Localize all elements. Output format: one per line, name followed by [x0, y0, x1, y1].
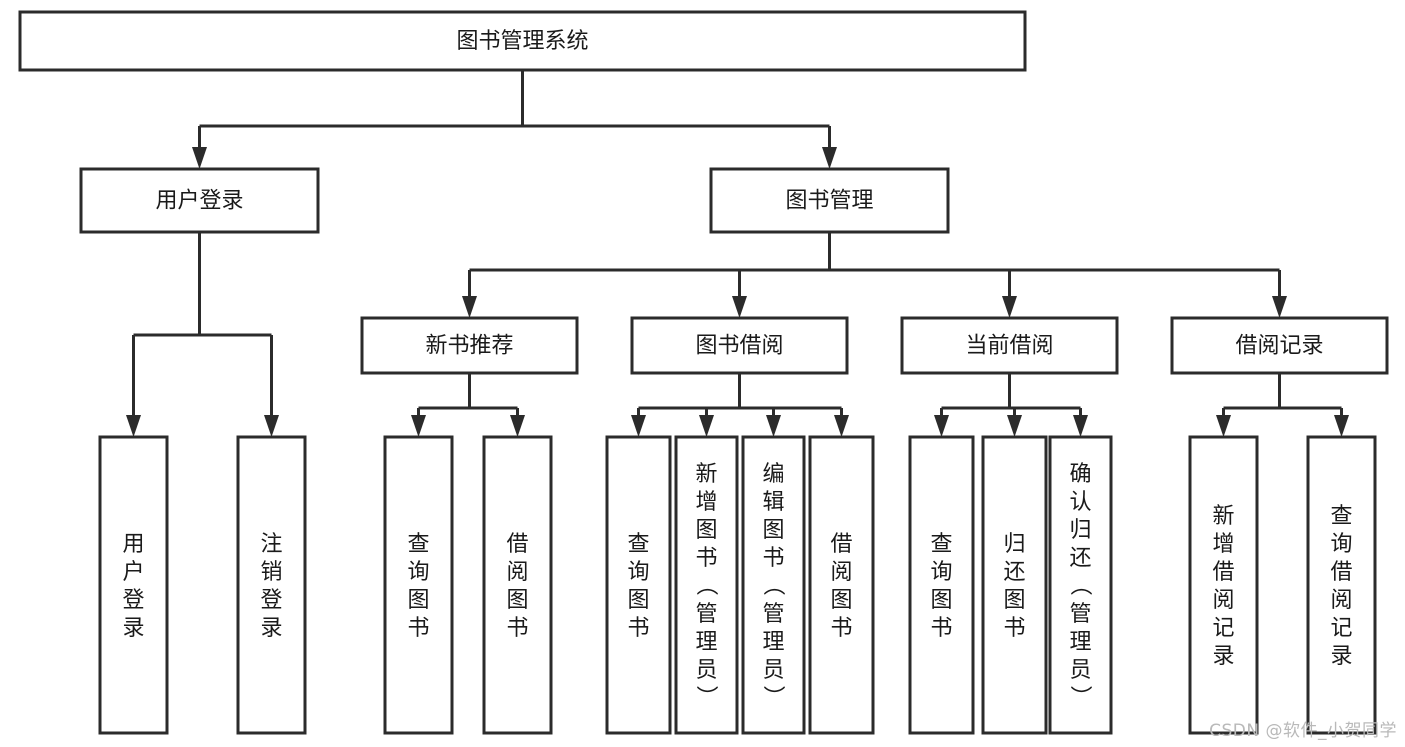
arrowhead-icon-leaf-user-login — [126, 415, 141, 437]
node-layer: 图书管理系统用户登录图书管理新书推荐图书借阅当前借阅借阅记录用户登录注销登录查询… — [18, 10, 1389, 735]
node-leaf-add-book[interactable]: 新增图书（管理员） — [674, 435, 739, 735]
node-box — [709, 167, 950, 234]
node-label: 新增借阅记录 — [1212, 504, 1234, 669]
connector-layer — [126, 70, 1349, 437]
csdn-watermark: CSDN @软件_小贺同学 — [1209, 721, 1397, 741]
node-leaf-query-book-2[interactable]: 查询图书 — [605, 435, 672, 735]
node-book-borrow[interactable]: 图书借阅 — [630, 316, 849, 375]
node-user-login[interactable]: 用户登录 — [79, 167, 320, 234]
node-box — [383, 435, 454, 735]
node-box — [360, 316, 579, 375]
node-label: 图书管理系统 — [456, 29, 588, 54]
node-box — [674, 435, 739, 735]
node-label: 用户登录 — [122, 532, 144, 641]
node-box — [1188, 435, 1259, 735]
node-label: 新增图书（管理员） — [695, 462, 718, 711]
arrowhead-icon-leaf-confirm-return — [1073, 415, 1088, 437]
arrowhead-icon-leaf-user-logout — [264, 415, 279, 437]
node-new-book-rec[interactable]: 新书推荐 — [360, 316, 579, 375]
node-leaf-return-book[interactable]: 归还图书 — [981, 435, 1048, 735]
node-box — [605, 435, 672, 735]
arrowhead-icon-leaf-add-book — [699, 415, 714, 437]
arrowhead-icon-leaf-query-book-2 — [631, 415, 646, 437]
node-label: 查询图书 — [407, 532, 429, 641]
node-box — [482, 435, 553, 735]
arrowhead-icon-leaf-query-book-3 — [934, 415, 949, 437]
node-borrow-record[interactable]: 借阅记录 — [1170, 316, 1389, 375]
node-box — [741, 435, 806, 735]
node-label: 借阅图书 — [830, 532, 852, 641]
node-box — [808, 435, 875, 735]
arrowhead-icon-new-book-rec — [462, 296, 477, 318]
arrowhead-icon-leaf-query-record — [1334, 415, 1349, 437]
node-current-borrow[interactable]: 当前借阅 — [900, 316, 1119, 375]
arrowhead-icon-book-manage — [822, 147, 837, 169]
node-box — [18, 10, 1027, 72]
arrowhead-icon-current-borrow — [1002, 296, 1017, 318]
arrowhead-icon-leaf-add-record — [1216, 415, 1231, 437]
node-label: 新书推荐 — [425, 334, 513, 359]
node-box — [98, 435, 169, 735]
node-label: 借阅图书 — [506, 532, 528, 641]
node-leaf-user-login[interactable]: 用户登录 — [98, 435, 169, 735]
node-box — [1048, 435, 1113, 735]
node-box — [1306, 435, 1377, 735]
arrowhead-icon-leaf-return-book — [1007, 415, 1022, 437]
node-box — [981, 435, 1048, 735]
node-leaf-borrow-book-1[interactable]: 借阅图书 — [482, 435, 553, 735]
node-leaf-borrow-book-2[interactable]: 借阅图书 — [808, 435, 875, 735]
node-label: 确认归还（管理员） — [1069, 462, 1092, 711]
node-box — [900, 316, 1119, 375]
node-label: 编辑图书（管理员） — [762, 462, 785, 711]
node-leaf-edit-book[interactable]: 编辑图书（管理员） — [741, 435, 806, 735]
node-leaf-query-record[interactable]: 查询借阅记录 — [1306, 435, 1377, 735]
node-label: 图书管理 — [785, 189, 873, 214]
node-label: 用户登录 — [155, 189, 243, 214]
node-label: 借阅记录 — [1235, 334, 1323, 359]
node-leaf-confirm-return[interactable]: 确认归还（管理员） — [1048, 435, 1113, 735]
node-box — [236, 435, 307, 735]
node-root-图书管理系统[interactable]: 图书管理系统 — [18, 10, 1027, 72]
node-label: 查询图书 — [930, 532, 952, 641]
node-label: 查询图书 — [627, 532, 649, 641]
node-book-manage[interactable]: 图书管理 — [709, 167, 950, 234]
arrowhead-icon-leaf-query-book-1 — [411, 415, 426, 437]
node-label: 查询借阅记录 — [1330, 504, 1352, 669]
node-leaf-add-record[interactable]: 新增借阅记录 — [1188, 435, 1259, 735]
arrowhead-icon-leaf-borrow-book-2 — [834, 415, 849, 437]
node-box — [79, 167, 320, 234]
node-label: 图书借阅 — [695, 334, 783, 359]
arrowhead-icon-leaf-edit-book — [766, 415, 781, 437]
node-leaf-user-logout[interactable]: 注销登录 — [236, 435, 307, 735]
arrowhead-icon-leaf-borrow-book-1 — [510, 415, 525, 437]
node-box — [908, 435, 975, 735]
arrowhead-icon-borrow-record — [1272, 296, 1287, 318]
node-box — [1170, 316, 1389, 375]
node-label: 注销登录 — [260, 532, 282, 641]
node-box — [630, 316, 849, 375]
arrowhead-icon-book-borrow — [732, 296, 747, 318]
arrowhead-icon-user-login — [192, 147, 207, 169]
node-label: 归还图书 — [1003, 532, 1025, 641]
node-leaf-query-book-3[interactable]: 查询图书 — [908, 435, 975, 735]
node-label: 当前借阅 — [965, 334, 1053, 359]
node-leaf-query-book-1[interactable]: 查询图书 — [383, 435, 454, 735]
